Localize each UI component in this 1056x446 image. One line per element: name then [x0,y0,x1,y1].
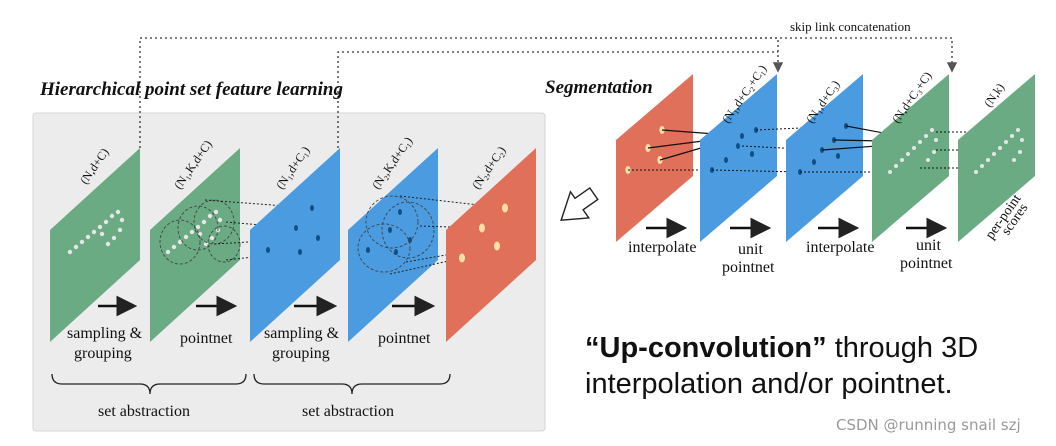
step-unit-2-line2: pointnet [900,255,953,272]
step-unit-1-line1: unit [738,241,763,258]
up-convolution-bold: “Up-convolution” [585,332,827,364]
up-convolution-rest: through 3D interpolation and/or pointnet… [585,332,979,400]
skip-link-lines [139,37,958,148]
plane-input-points [50,148,140,342]
set-abstraction-label-2: set abstraction [302,403,394,420]
skip-link-label: skip link concatenation [790,19,911,34]
step-sampling-1-line2: grouping [74,345,132,362]
plane-grouped-points [150,148,241,342]
step-sampling-2-line2: grouping [272,345,330,362]
right-title: Segmentation [545,77,653,98]
step-interpolate-2: interpolate [806,239,874,256]
up-convolution-caption: “Up-convolution” through 3D interpolatio… [585,330,1045,402]
step-unit-2-line1: unit [916,237,941,254]
watermark: CSDN @running snail szj [836,416,1021,434]
set-abstraction-label-1: set abstraction [98,403,190,420]
step-sampling-1-line1: sampling & [67,325,143,342]
seg-plane-green-2 [958,74,1035,242]
left-title: Hierarchical point set feature learning [39,79,343,100]
step-sampling-2-line1: sampling & [264,325,340,342]
set-abstraction-braces [51,373,451,395]
plane-grouped-features [348,148,438,342]
input-points [67,209,125,255]
seg-plane-red [616,74,693,242]
seg-plane-green-1 [872,74,949,242]
seg-plane-blue-2 [786,74,863,242]
hollow-arrow-icon [560,187,599,222]
step-pointnet-2: pointnet [378,330,431,347]
step-pointnet-1: pointnet [180,330,233,347]
step-unit-1-line2: pointnet [722,259,775,276]
plane-sampled-features [250,148,340,342]
step-interpolate-1: interpolate [628,239,696,256]
plane-abstracted-points [446,148,536,342]
